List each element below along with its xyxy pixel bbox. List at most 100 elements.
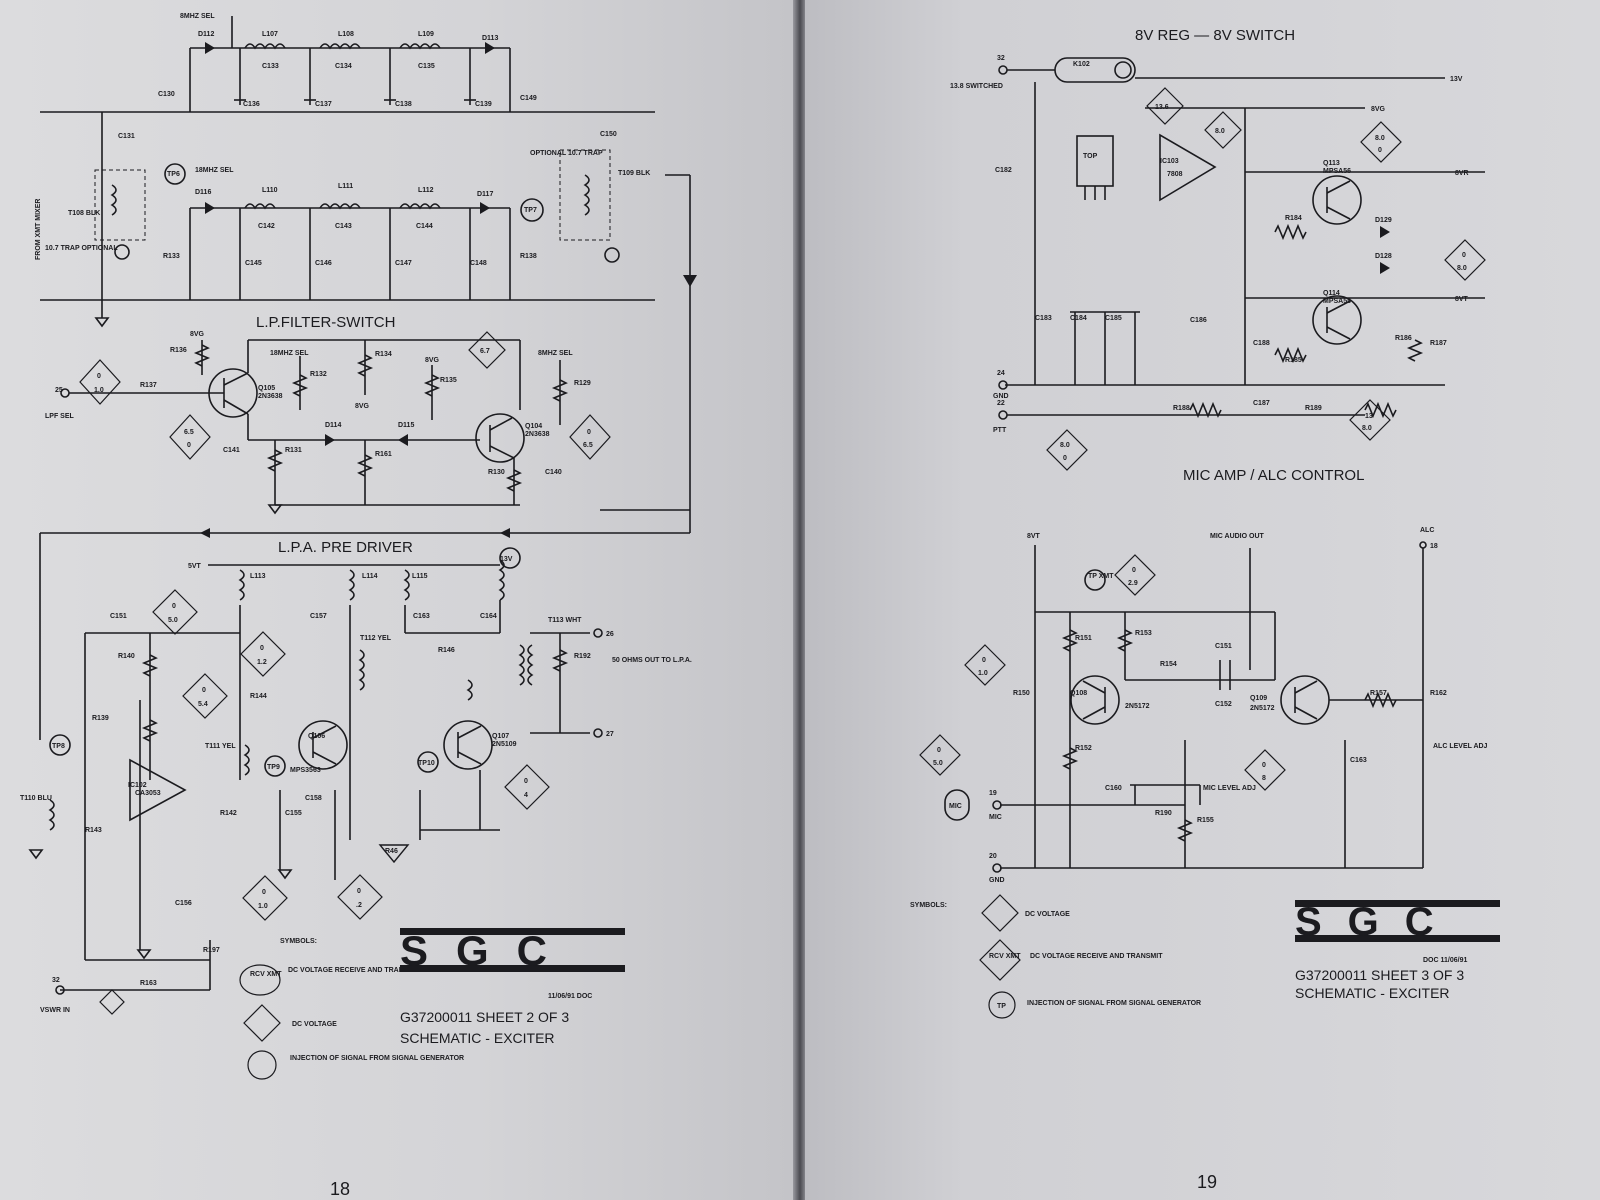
svg-text:MPSA56: MPSA56 xyxy=(1323,168,1351,175)
svg-text:C139: C139 xyxy=(475,101,492,108)
label-mic-pin: MIC xyxy=(989,814,1002,821)
svg-text:C134: C134 xyxy=(335,63,352,70)
svg-text:5.0: 5.0 xyxy=(168,617,178,624)
mic-connector xyxy=(944,789,970,821)
svg-text:D116: D116 xyxy=(195,189,211,196)
svg-text:R131: R131 xyxy=(285,447,302,454)
label-50-ohms: 50 OHMS OUT TO L.P.A. xyxy=(612,657,692,664)
page-number-left: 18 xyxy=(330,1179,350,1199)
label-from-xmt: FROM XMT MIXER xyxy=(35,199,42,260)
svg-text:R187: R187 xyxy=(1430,340,1447,347)
label-mic-audio-out: MIC AUDIO OUT xyxy=(1210,533,1265,540)
svg-text:13.6: 13.6 xyxy=(1155,104,1169,111)
svg-text:TP7: TP7 xyxy=(524,207,537,214)
title-left-line2: SCHEMATIC - EXCITER xyxy=(400,1030,555,1046)
legend-right-rcv-desc: DC VOLTAGE RECEIVE AND TRANSMIT xyxy=(1030,953,1163,960)
svg-text:C143: C143 xyxy=(335,223,352,230)
svg-text:Q109: Q109 xyxy=(1250,695,1267,702)
lpa-predriver-circuit: 5VT 26 27 50 OHMS OUT TO L.P.A. CA3053 xyxy=(20,533,692,1014)
svg-text:24: 24 xyxy=(997,370,1005,377)
svg-text:2N5172: 2N5172 xyxy=(1125,703,1150,710)
svg-text:6.5: 6.5 xyxy=(184,429,194,436)
svg-text:32: 32 xyxy=(997,55,1005,62)
svg-text:K102: K102 xyxy=(1073,61,1090,68)
svg-text:2.9: 2.9 xyxy=(1128,580,1138,587)
svg-text:C156: C156 xyxy=(175,900,192,907)
svg-text:R146: R146 xyxy=(438,647,455,654)
svg-text:8.0: 8.0 xyxy=(1060,442,1070,449)
label-18mhz-sel: 18MHZ SEL xyxy=(195,167,234,174)
svg-text:C182: C182 xyxy=(995,167,1012,174)
svg-text:C158: C158 xyxy=(305,795,322,802)
label-t108: T108 BLK xyxy=(68,210,100,217)
svg-text:22: 22 xyxy=(997,400,1005,407)
label-13-8-switched: 13.8 SWITCHED xyxy=(950,83,1003,90)
svg-text:0: 0 xyxy=(937,747,941,754)
label-8vg-r: 8VG xyxy=(1371,106,1386,113)
left-page: 8MHZ SEL TP7 18MHZ SEL TP6 FROM XMT MIXE… xyxy=(0,0,795,1200)
svg-text:C188: C188 xyxy=(1253,340,1270,347)
svg-text:2N3638: 2N3638 xyxy=(258,393,283,400)
section-mic-title: MIC AMP / ALC CONTROL xyxy=(1183,467,1364,484)
svg-text:0: 0 xyxy=(1063,455,1067,462)
svg-text:0: 0 xyxy=(1378,147,1382,154)
component-labels-left: D112 L107 L108 L109 D113 C133 C134 C135 … xyxy=(85,31,617,987)
svg-text:R138: R138 xyxy=(520,253,537,260)
label-5vt: 5VT xyxy=(188,563,202,570)
svg-text:C184: C184 xyxy=(1070,315,1087,322)
svg-text:C133: C133 xyxy=(262,63,279,70)
lpf-switch-circuit: 25 LPF SEL 18MHZ SEL 8MHZ SEL 8VG 8VG 8V… xyxy=(45,331,573,515)
section-lpa-title: L.P.A. PRE DRIVER xyxy=(278,539,413,556)
svg-text:2N5109: 2N5109 xyxy=(492,741,517,748)
svg-text:D128: D128 xyxy=(1375,253,1392,260)
svg-text:L111: L111 xyxy=(338,183,353,190)
label-t111: T111 YEL xyxy=(205,743,236,750)
svg-text:TOP: TOP xyxy=(1083,153,1098,160)
dc-diamonds-left: 0 1.0 6.5 0 6.7 0 6.5 0 5.0 0 1.2 0 5.4 … xyxy=(79,331,611,1015)
svg-text:R144: R144 xyxy=(250,693,267,700)
svg-text:C163: C163 xyxy=(1350,757,1367,764)
right-schematic: 8V REG — 8V SWITCH 32 13.8 SWITCHED 13V … xyxy=(910,27,1500,1192)
label-8vt-mic: 8VT xyxy=(1027,533,1041,540)
legend-left-rcv: RCV XMT xyxy=(250,971,282,978)
svg-text:L108: L108 xyxy=(338,31,354,38)
svg-text:L107: L107 xyxy=(262,31,278,38)
svg-text:32: 32 xyxy=(52,977,60,984)
svg-text:C183: C183 xyxy=(1035,315,1052,322)
label-alc-level-adj: ALC LEVEL ADJ xyxy=(1433,743,1488,750)
svg-text:CA3053: CA3053 xyxy=(135,790,161,797)
label-13v-r: 13V xyxy=(1450,76,1463,83)
label-lpf-sel: LPF SEL xyxy=(45,413,75,420)
svg-text:R134: R134 xyxy=(375,351,392,358)
svg-text:TP XMT: TP XMT xyxy=(1088,573,1114,580)
logo-sgc-left: SGC xyxy=(400,927,575,974)
legend-right-rcv: RCV XMT xyxy=(989,953,1021,960)
svg-text:26: 26 xyxy=(606,631,614,638)
svg-text:6.7: 6.7 xyxy=(480,348,490,355)
svg-text:C141: C141 xyxy=(223,447,240,454)
svg-text:TP6: TP6 xyxy=(167,171,180,178)
svg-text:R142: R142 xyxy=(220,810,237,817)
svg-text:8.0: 8.0 xyxy=(1215,128,1225,135)
svg-text:R188: R188 xyxy=(1173,405,1190,412)
q107-transistor xyxy=(443,720,493,770)
svg-text:R153: R153 xyxy=(1135,630,1152,637)
svg-text:0: 0 xyxy=(260,645,264,652)
svg-text:0: 0 xyxy=(262,889,266,896)
svg-text:Q108: Q108 xyxy=(1070,690,1087,697)
svg-text:0: 0 xyxy=(587,429,591,436)
svg-text:C138: C138 xyxy=(395,101,412,108)
filter-8mhz: 8MHZ SEL xyxy=(40,13,655,113)
svg-text:0: 0 xyxy=(1462,252,1466,259)
svg-text:R161: R161 xyxy=(375,451,392,458)
svg-text:C186: C186 xyxy=(1190,317,1207,324)
label-vswr-in: VSWR IN xyxy=(40,1007,70,1014)
svg-text:C187: C187 xyxy=(1253,400,1270,407)
svg-text:20: 20 xyxy=(989,853,997,860)
label-8vr: 8VR xyxy=(1455,170,1469,177)
svg-text:R133: R133 xyxy=(163,253,180,260)
svg-text:C152: C152 xyxy=(1215,701,1232,708)
svg-text:Q107: Q107 xyxy=(492,733,509,740)
svg-text:L110: L110 xyxy=(262,187,278,194)
svg-text:R151: R151 xyxy=(1075,635,1092,642)
